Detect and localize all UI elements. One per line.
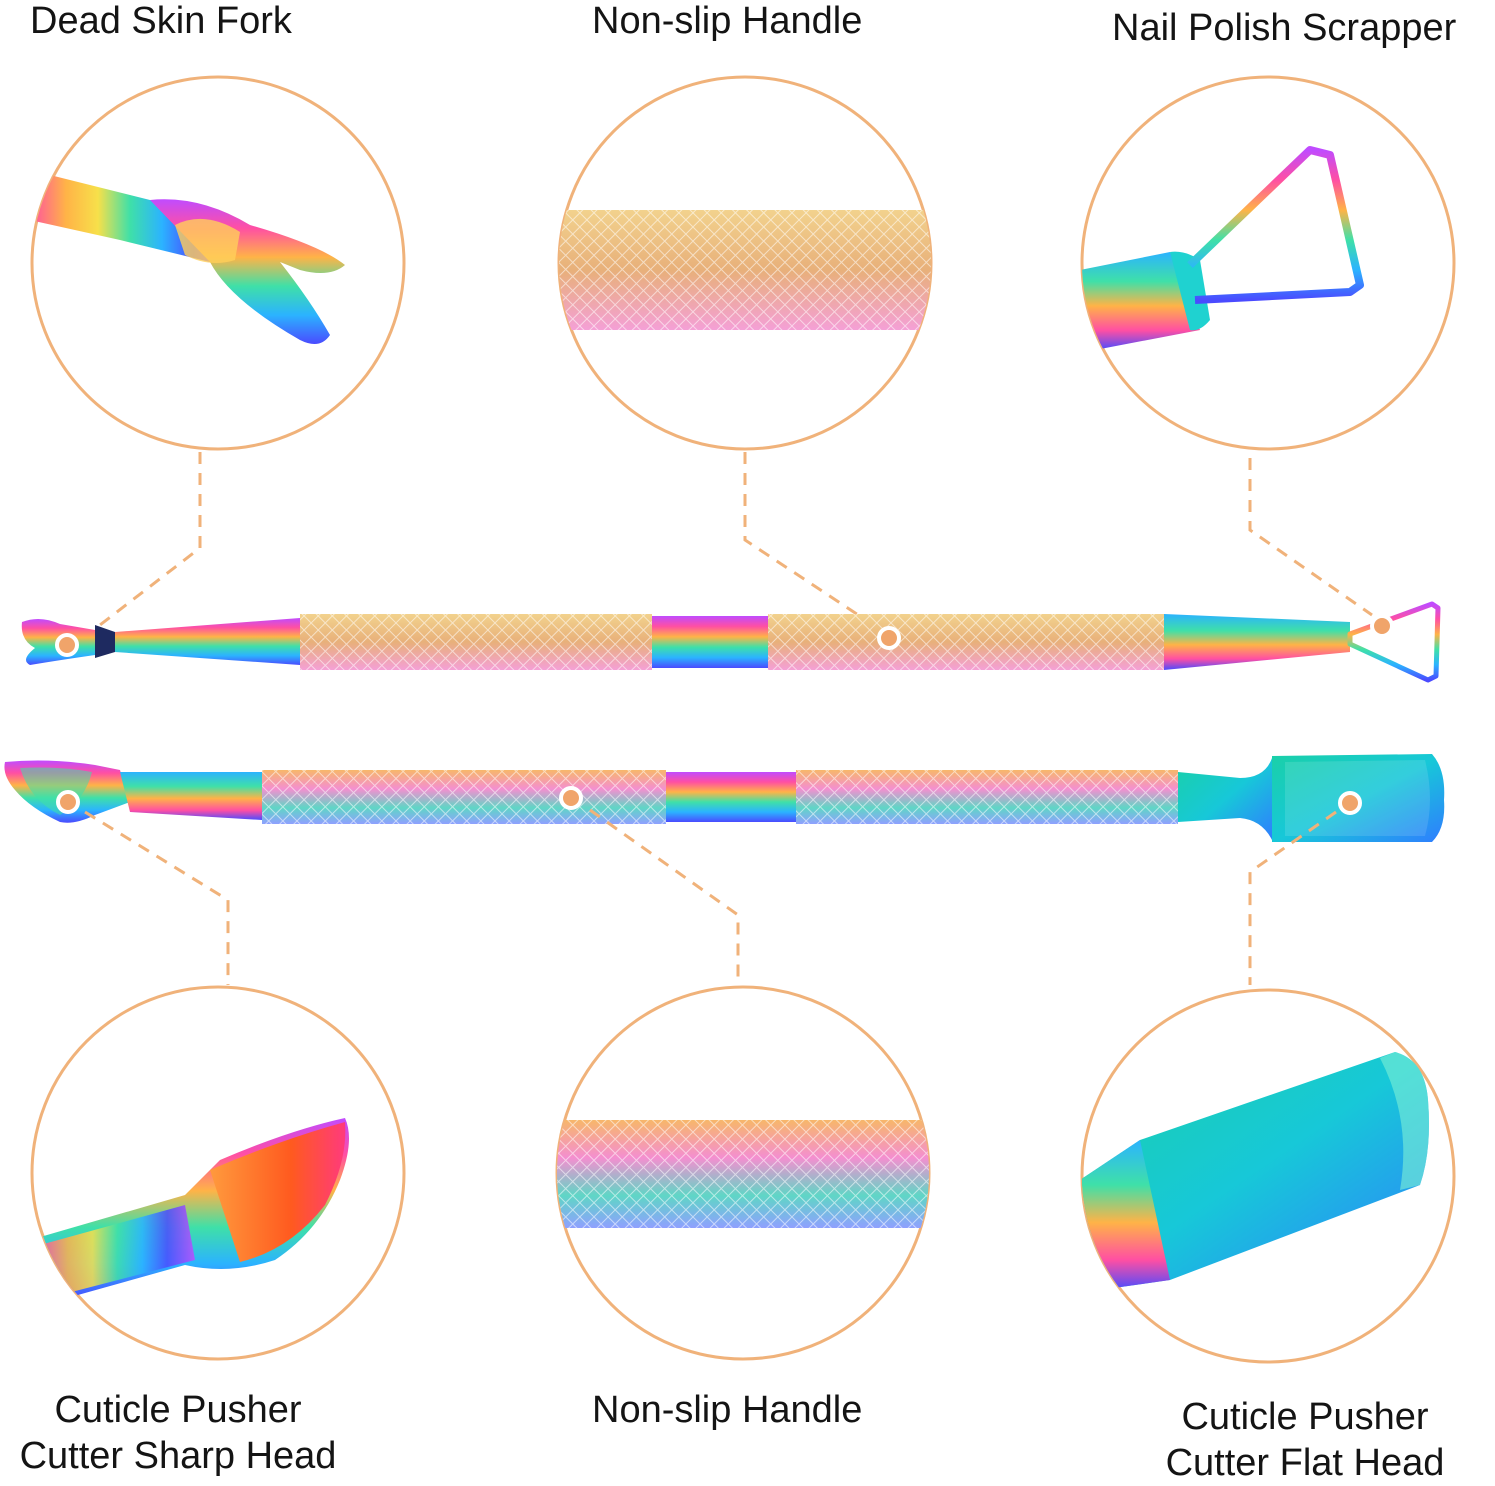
label-non-slip-handle-top: Non-slip Handle [592, 0, 863, 42]
connector-sharp-head [84, 810, 230, 985]
detail-circle-nail-polish-scrapper [1080, 75, 1456, 451]
marker-dot-handle-top [877, 626, 901, 650]
detail-circle-flat-head [1080, 988, 1456, 1364]
connector-nail-polish-scrapper [1248, 458, 1373, 617]
marker-dot-sharp-head [56, 790, 80, 814]
connector-lines-top [99, 452, 1373, 630]
detail-circle-non-slip-handle-top [557, 75, 933, 451]
label-cuticle-pusher-flat-line1: Cuticle Pusher [1181, 1396, 1429, 1438]
connector-dead-skin-fork [99, 452, 202, 627]
tool-dead-skin-fork-scrapper [21, 601, 1441, 683]
label-cuticle-pusher-sharp-line2: Cutter Sharp Head [19, 1435, 337, 1477]
label-cuticle-pusher-flat: Cuticle Pusher Cutter Flat Head [1140, 1394, 1470, 1486]
marker-dots [55, 614, 1394, 815]
label-cuticle-pusher-sharp-line1: Cuticle Pusher [54, 1389, 302, 1431]
marker-dot-handle-bottom [559, 786, 583, 810]
connector-non-slip-handle-top [743, 452, 879, 630]
connector-lines-bottom [84, 808, 1337, 985]
detail-circle-non-slip-handle-bottom [555, 985, 931, 1361]
marker-dot-scrapper [1370, 614, 1394, 638]
tool-cuticle-pusher [4, 754, 1445, 842]
detail-circle-sharp-head [30, 985, 406, 1361]
marker-dot-fork [55, 633, 79, 657]
label-nail-polish-scrapper: Nail Polish Scrapper [1112, 7, 1457, 49]
connector-non-slip-handle-bottom [589, 808, 740, 985]
label-non-slip-handle-bottom: Non-slip Handle [592, 1389, 863, 1431]
label-dead-skin-fork: Dead Skin Fork [30, 0, 292, 42]
label-cuticle-pusher-flat-line2: Cutter Flat Head [1165, 1442, 1445, 1484]
label-cuticle-pusher-sharp: Cuticle Pusher Cutter Sharp Head [0, 1387, 356, 1479]
marker-dot-flat-head [1338, 791, 1362, 815]
detail-circle-dead-skin-fork [30, 75, 406, 451]
